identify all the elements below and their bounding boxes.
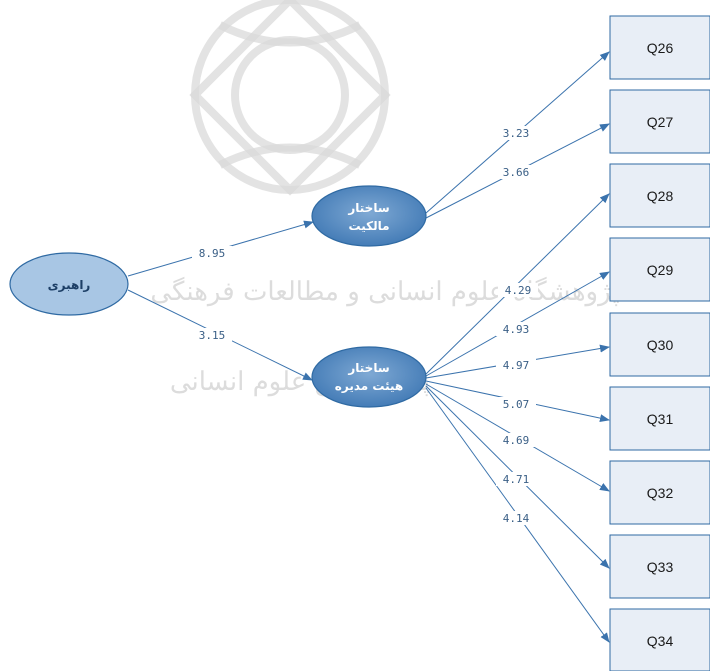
edge-label-q29: 4.93 <box>496 322 536 336</box>
svg-text:Q32: Q32 <box>647 485 674 501</box>
svg-text:8.95: 8.95 <box>199 247 226 260</box>
edge-label-q26: 3.23 <box>496 126 536 140</box>
svg-text:4.97: 4.97 <box>503 359 530 372</box>
edge-label-q31: 5.07 <box>496 397 536 411</box>
indicator-q31: Q31 <box>609 386 710 451</box>
svg-text:3.15: 3.15 <box>199 329 226 342</box>
node-heyat-label-1: ساختار <box>347 361 389 375</box>
edge-label-q34: 4.14 <box>496 511 536 525</box>
indicator-q33: Q33 <box>609 534 710 599</box>
node-malkiyat: ساختار مالکیت <box>311 185 427 247</box>
edge-label-rahbari-malkiyat: 8.95 <box>192 246 232 260</box>
indicator-q34: Q34 <box>609 608 710 671</box>
indicator-q32: Q32 <box>609 460 710 525</box>
node-heyat-label-2: هیئت مدیره <box>335 379 403 393</box>
node-malkiyat-label-1: ساختار <box>347 201 389 215</box>
edge-label-q32: 4.69 <box>496 433 536 447</box>
indicator-q30: Q30 <box>609 312 710 377</box>
svg-text:4.69: 4.69 <box>503 434 530 447</box>
svg-text:Q26: Q26 <box>647 40 674 56</box>
edge-label-q27: 3.66 <box>496 165 536 179</box>
svg-text:3.23: 3.23 <box>503 127 530 140</box>
svg-text:Q29: Q29 <box>647 262 674 278</box>
indicator-q28: Q28 <box>609 163 710 228</box>
svg-text:4.71: 4.71 <box>503 473 530 486</box>
node-rahbari-label: راهبری <box>48 278 91 292</box>
svg-text:4.93: 4.93 <box>503 323 530 336</box>
svg-text:Q31: Q31 <box>647 411 674 427</box>
indicator-q29: Q29 <box>609 237 710 302</box>
watermark-emblem <box>189 0 391 196</box>
node-malkiyat-label-2: مالکیت <box>348 219 389 233</box>
svg-text:3.66: 3.66 <box>503 166 530 179</box>
svg-text:4.29: 4.29 <box>505 284 532 297</box>
node-heyat: ساختار هیئت مدیره <box>311 346 427 408</box>
indicator-q26: Q26 <box>609 15 710 80</box>
watermark-text-1: پژوهشگاه علوم انسانی و مطالعات فرهنگی <box>150 276 619 307</box>
edge-label-q28: 4.29 <box>498 283 538 297</box>
edge-label-q30: 4.97 <box>496 358 536 372</box>
svg-text:Q27: Q27 <box>647 114 674 130</box>
svg-text:5.07: 5.07 <box>503 398 530 411</box>
svg-text:4.14: 4.14 <box>503 512 530 525</box>
node-rahbari: راهبری <box>9 252 129 316</box>
edge-label-q33: 4.71 <box>496 472 536 486</box>
svg-text:Q30: Q30 <box>647 337 674 353</box>
indicator-q27: Q27 <box>609 89 710 154</box>
svg-text:Q34: Q34 <box>647 633 674 649</box>
svg-text:Q33: Q33 <box>647 559 674 575</box>
svg-text:Q28: Q28 <box>647 188 674 204</box>
edge-label-rahbari-heyat: 3.15 <box>192 328 232 342</box>
